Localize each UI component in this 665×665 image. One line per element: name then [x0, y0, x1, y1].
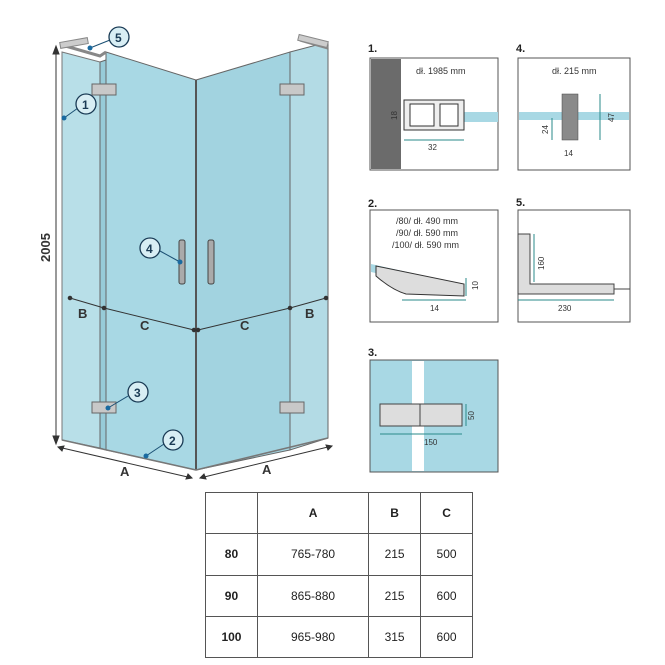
hinge-top-left	[91, 83, 117, 96]
callout-2: 2	[143, 429, 184, 459]
right-fixed-glass	[289, 41, 329, 451]
svg-text:/90/ dł. 590 mm: /90/ dł. 590 mm	[396, 228, 458, 238]
svg-text:/100/ dł. 590 mm: /100/ dł. 590 mm	[392, 240, 459, 250]
table-header-cell: A	[256, 491, 370, 535]
table-row: 100 965-980 315 600	[205, 615, 473, 659]
detail-2: 2. /80/ dł. 490 mm /90/ dł. 590 mm /100/…	[368, 198, 499, 323]
table-cell: 100	[205, 615, 258, 659]
label-b-right: B	[305, 306, 314, 321]
table-header-cell: C	[420, 491, 473, 535]
detail-5-profile	[517, 233, 615, 295]
label-a-left: A	[120, 464, 130, 479]
table-cell: 500	[420, 533, 473, 576]
table-cell: 80	[205, 533, 258, 576]
table-cell: 315	[368, 615, 422, 659]
svg-text:160: 160	[537, 256, 546, 270]
svg-text:dł. 1985 mm: dł. 1985 mm	[416, 66, 466, 76]
svg-text:5: 5	[115, 31, 122, 45]
hinge-top-right	[279, 83, 305, 96]
detail-2-seal	[375, 265, 465, 297]
table-row: 80 765-780 215 500	[205, 533, 473, 576]
svg-text:2: 2	[169, 434, 176, 448]
svg-text:3: 3	[134, 386, 141, 400]
table-cell: 965-980	[256, 615, 370, 659]
detail-3: 3. 50 150	[368, 347, 499, 473]
top-profile-cap-right	[297, 33, 329, 49]
svg-text:dł. 215 mm: dł. 215 mm	[552, 66, 597, 76]
detail-4-block	[561, 93, 579, 141]
label-a-right: A	[262, 462, 272, 477]
svg-text:/80/ dł. 490 mm: /80/ dł. 490 mm	[396, 216, 458, 226]
svg-text:2.: 2.	[368, 198, 377, 210]
svg-text:24: 24	[541, 125, 550, 134]
detail-3-hinge-left	[379, 403, 421, 427]
shower-enclosure: B C C B A A 2005 1	[38, 26, 334, 480]
table-row: 90 865-880 215 600	[205, 574, 473, 617]
table-cell: 215	[368, 574, 422, 617]
hinge-bottom-left	[91, 401, 117, 414]
svg-text:14: 14	[564, 149, 573, 158]
table-cell: 90	[205, 574, 258, 617]
label-c-right: C	[240, 318, 250, 333]
svg-text:1.: 1.	[368, 43, 377, 55]
table-cell: 865-880	[256, 574, 370, 617]
detail-4: 4. dł. 215 mm 24 47 14	[516, 43, 631, 171]
table-cell: 215	[368, 533, 422, 576]
svg-text:4: 4	[146, 242, 153, 256]
table-cell: 600	[420, 615, 473, 659]
table-cell: 765-780	[256, 533, 370, 576]
detail-1-profile	[403, 99, 465, 131]
handle-right	[207, 239, 215, 285]
svg-text:1: 1	[82, 98, 89, 112]
hinge-bottom-right	[279, 401, 305, 414]
top-profile-cap-left	[59, 37, 89, 49]
svg-text:150: 150	[424, 438, 438, 447]
top-profile-left	[61, 43, 107, 58]
callout-5: 5	[87, 26, 130, 51]
callout-1: 1	[61, 93, 97, 121]
table-header-row: A B C	[205, 491, 473, 535]
detail-1: 1. dł. 1985 mm 18 32	[368, 43, 499, 171]
callout-3: 3	[105, 381, 149, 411]
svg-text:4.: 4.	[516, 43, 525, 55]
table-header-cell	[205, 491, 258, 535]
callout-4: 4	[139, 237, 183, 265]
svg-text:3.: 3.	[368, 347, 377, 359]
height-dimension	[52, 44, 60, 446]
detail-5: 5. 160 230	[516, 197, 631, 323]
label-height: 2005	[38, 233, 53, 262]
table-cell: 600	[420, 574, 473, 617]
detail-1-wall	[371, 59, 401, 169]
table-header-cell: B	[368, 491, 422, 535]
svg-text:230: 230	[558, 304, 572, 313]
svg-text:18: 18	[390, 111, 399, 120]
svg-text:50: 50	[467, 411, 476, 420]
width-dimension-lines	[67, 295, 329, 333]
svg-text:47: 47	[607, 113, 616, 122]
label-c-left: C	[140, 318, 150, 333]
svg-text:5.: 5.	[516, 197, 525, 209]
left-fixed-glass	[99, 59, 107, 451]
svg-text:14: 14	[430, 304, 439, 313]
a-dimension-lines	[56, 444, 334, 480]
svg-text:10: 10	[471, 281, 480, 290]
svg-text:32: 32	[428, 143, 437, 152]
detail-3-hinge-right	[419, 403, 463, 427]
dimensions-table: A B C 80 765-780 215 500 90 865-880 215 …	[205, 491, 473, 659]
label-b-left: B	[78, 306, 87, 321]
